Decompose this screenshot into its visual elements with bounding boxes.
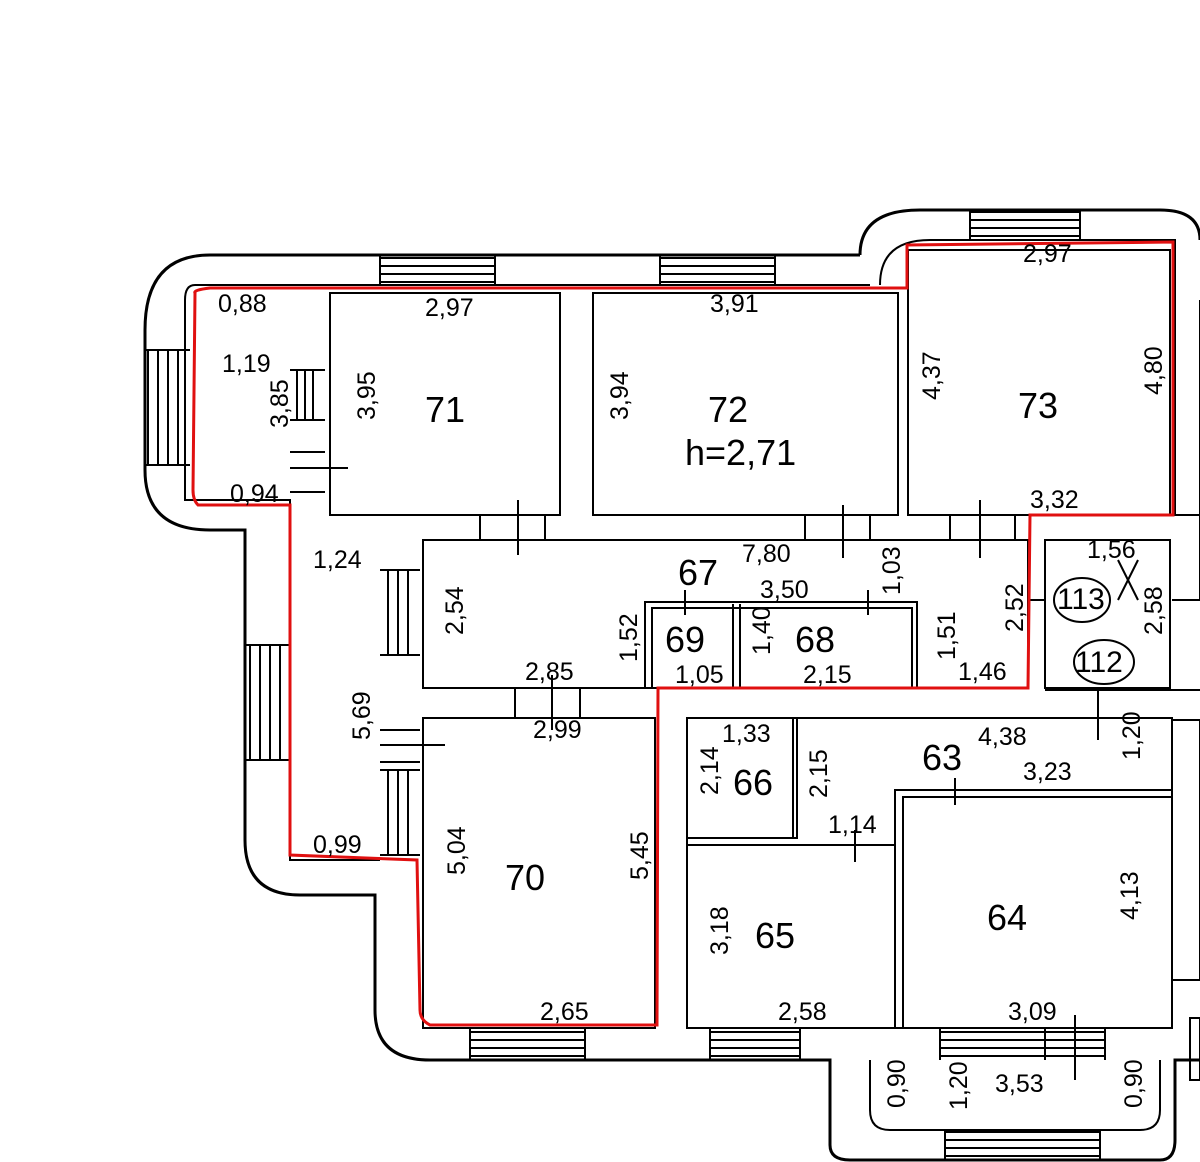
window-inner-1	[290, 369, 325, 421]
dim-25: 2,15	[803, 661, 852, 689]
dim-15: 1,56	[1087, 536, 1136, 564]
dim-29: 1,33	[722, 720, 771, 748]
dim-19: 2,58	[1140, 586, 1168, 635]
dim-3: 2,97	[1023, 240, 1072, 268]
window-bottom-2	[709, 1028, 801, 1060]
dim-21: 1,40	[748, 606, 776, 655]
room-63-label: 63	[922, 737, 962, 778]
window-top-1	[379, 255, 496, 285]
dim-5: 3,85	[266, 379, 294, 428]
dimension-labels: 0,88 2,97 3,91 2,97 1,19 0,94 3,32 1,24 …	[218, 240, 1136, 1098]
dim-27: 5,69	[348, 691, 376, 740]
room-67-label: 67	[678, 552, 718, 593]
dim-16: 2,54	[441, 586, 469, 635]
dim-22: 1,51	[933, 611, 961, 660]
dim-43: 3,09	[1008, 998, 1057, 1026]
dim-40: 3,18	[706, 906, 734, 955]
dim-45: 1,20	[945, 1061, 973, 1110]
dim-12: 1,24	[313, 546, 362, 574]
dim-9: 4,80	[1140, 346, 1168, 395]
window-left-1	[145, 349, 190, 466]
dim-26: 1,46	[958, 658, 1007, 686]
dim-7: 3,94	[606, 371, 634, 420]
dim-36: 0,99	[313, 831, 362, 859]
window-inner-3	[380, 769, 420, 856]
room-70-label: 70	[505, 857, 545, 898]
dim-30: 4,38	[978, 723, 1027, 751]
dim-32: 2,14	[696, 746, 724, 795]
room-68-label: 68	[795, 619, 835, 660]
room-72-height-label: h=2,71	[685, 432, 796, 473]
room-112-marker	[1073, 639, 1135, 685]
dim-10: 0,94	[230, 480, 279, 508]
room-113-marker	[1053, 577, 1111, 623]
window-inner-2	[380, 569, 420, 656]
room-112-label: 112	[1075, 646, 1123, 679]
dim-13: 7,80	[742, 540, 791, 568]
window-top-3	[969, 210, 1081, 240]
room-71-label: 71	[425, 389, 465, 430]
dimension-labels-vertical: 3,85 3,95 3,94 4,37 4,80 1,03 2,54 2,52 …	[266, 346, 1168, 1110]
dim-46: 3,53	[995, 1070, 1044, 1098]
dim-41: 2,65	[540, 998, 589, 1026]
dim-23: 2,85	[525, 658, 574, 686]
dim-33: 2,15	[805, 749, 833, 798]
dim-24: 1,05	[675, 661, 724, 689]
dim-2: 3,91	[710, 290, 759, 318]
premises-outline	[191, 240, 1175, 1027]
dim-39: 4,13	[1116, 871, 1144, 920]
doors	[290, 451, 1139, 1080]
window-bottom-4	[944, 1130, 1101, 1160]
room-64-label: 64	[987, 897, 1027, 938]
dim-11: 3,32	[1030, 486, 1079, 514]
dim-44: 0,90	[883, 1059, 911, 1108]
dim-38: 5,45	[626, 831, 654, 880]
dim-47: 0,90	[1120, 1059, 1148, 1108]
dim-37: 5,04	[443, 826, 471, 875]
dim-31: 1,20	[1118, 711, 1146, 760]
window-left-2	[245, 644, 290, 761]
outer-walls	[143, 208, 1200, 1162]
windows	[145, 210, 1106, 1160]
room-73-label: 73	[1018, 385, 1058, 426]
room-69-label: 69	[665, 619, 705, 660]
window-bottom-3	[939, 1028, 1106, 1060]
dim-8: 4,37	[918, 351, 946, 400]
room-113-label: 113	[1057, 583, 1105, 616]
room-labels: 71 72 h=2,71 73 67 69 68 70 66 63 65 64 …	[425, 385, 1123, 956]
dim-35: 1,14	[828, 811, 877, 839]
window-top-2	[659, 255, 776, 285]
dim-17: 3,50	[760, 576, 809, 604]
room-65-label: 65	[755, 915, 795, 956]
interior-walls	[329, 249, 1200, 1029]
dim-6: 3,95	[353, 371, 381, 420]
dim-1: 2,97	[425, 294, 474, 322]
dim-42: 2,58	[778, 998, 827, 1026]
dim-34: 3,23	[1023, 758, 1072, 786]
room-66-label: 66	[733, 762, 773, 803]
dim-28: 2,99	[533, 716, 582, 744]
room-72-label: 72	[708, 389, 748, 430]
dim-20: 1,52	[615, 613, 643, 662]
dim-4: 1,19	[222, 350, 271, 378]
window-bottom-1	[469, 1028, 586, 1060]
dim-0: 0,88	[218, 290, 267, 318]
dim-14: 1,03	[878, 546, 906, 595]
dim-18: 2,52	[1001, 583, 1029, 632]
